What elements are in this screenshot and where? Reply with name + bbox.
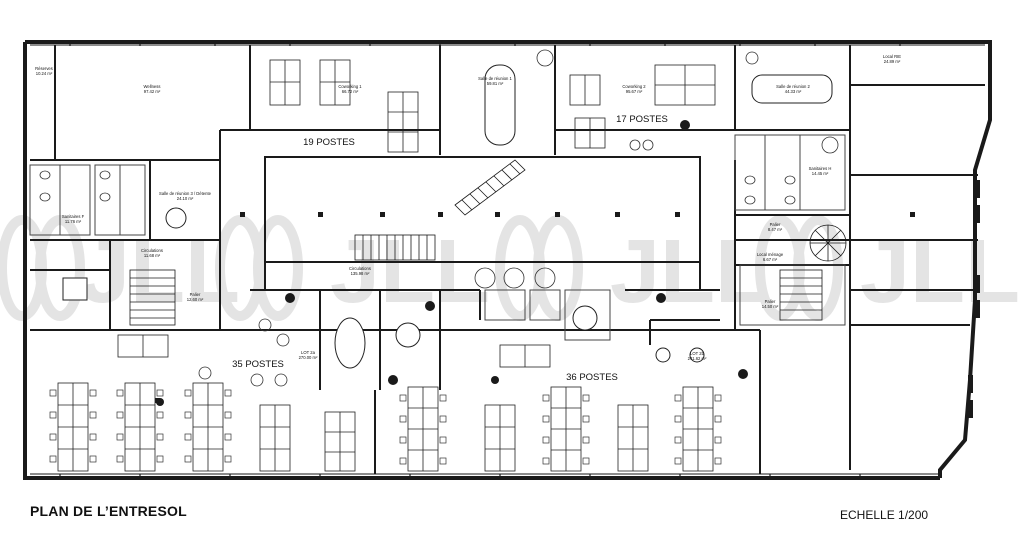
- meeting-tables: [62, 64, 833, 369]
- seat-count-35: 35 POSTES: [232, 359, 284, 370]
- plants: [156, 120, 748, 406]
- watermark-text-3: JLL: [610, 222, 770, 322]
- floor-plan: JLL JLL JLL JLL: [0, 40, 1020, 480]
- plan-title: PLAN DE L’ENTRESOL: [30, 503, 187, 519]
- seat-count-17: 17 POSTES: [616, 114, 668, 125]
- watermark-text-1: JLL: [80, 222, 240, 322]
- thin-partitions: [29, 134, 846, 341]
- desk-chairs: [49, 389, 722, 465]
- seat-count-36: 36 POSTES: [566, 372, 618, 383]
- watermark-text-4: JLL: [860, 222, 1020, 322]
- right-windows: [968, 180, 980, 418]
- scale-label: ECHELLE 1/200: [840, 508, 929, 522]
- interior-walls: [30, 45, 985, 474]
- lounge-seats: [198, 49, 839, 387]
- seat-count-labels: 19 POSTES 17 POSTES 35 POSTES 36 POSTES: [232, 114, 668, 383]
- jll-watermark: JLL JLL JLL JLL: [0, 215, 1020, 322]
- desk-clusters-top: [117, 59, 716, 368]
- desk-clusters-bottom: [57, 382, 714, 472]
- toilets: [39, 170, 796, 205]
- stairs: [129, 159, 847, 326]
- window-ticks: [59, 40, 901, 480]
- watermark-text-2: JLL: [330, 222, 490, 322]
- seat-count-19: 19 POSTES: [303, 137, 355, 148]
